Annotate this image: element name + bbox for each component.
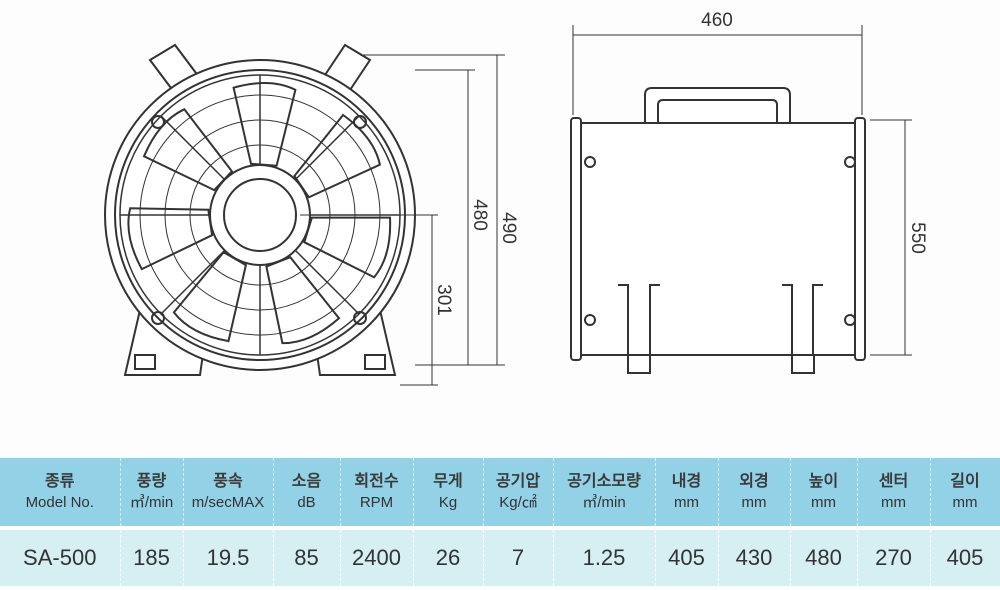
header-unit: mm xyxy=(881,494,906,511)
front-view-fan xyxy=(104,43,416,376)
header-unit: mm xyxy=(811,494,836,511)
header-korean: 높이 xyxy=(808,473,839,490)
side-view-fan xyxy=(570,87,866,374)
dimension-center-height: 301 xyxy=(433,284,454,316)
column-header: 내경 mm xyxy=(655,458,719,526)
column-header: 종류 Model No. xyxy=(0,458,121,526)
fan-blade xyxy=(303,216,392,279)
header-korean: 무게 xyxy=(433,473,463,490)
header-unit: Kg/㎠ xyxy=(499,494,537,511)
column-header: 센터 mm xyxy=(857,458,931,526)
header-unit: mm xyxy=(674,494,699,511)
fan-blade xyxy=(232,82,297,167)
table-cell: SA-500 xyxy=(0,530,121,586)
table-cell: 26 xyxy=(413,530,484,586)
column-header: 회전수 RPM xyxy=(340,458,414,526)
table-cell: 430 xyxy=(718,530,791,586)
header-korean: 풍량 xyxy=(136,473,167,490)
dimension-front-outer: 490 xyxy=(498,212,519,244)
table-cell: 270 xyxy=(857,530,931,586)
header-korean: 회전수 xyxy=(354,473,399,490)
column-header: 공기소모량 ㎥/min xyxy=(553,458,656,526)
header-unit: RPM xyxy=(359,494,394,511)
table-cell: 1.25 xyxy=(553,530,656,586)
table-cell: 405 xyxy=(655,530,719,586)
spec-table: 종류 Model No. 풍량 ㎥/min 풍속 m/secMAX 소음 dB 회전수 RPM 무게… xyxy=(0,458,1000,586)
header-korean: 종류 xyxy=(45,473,75,490)
table-cell: 185 xyxy=(120,530,184,586)
table-cell: 405 xyxy=(930,530,1000,586)
front-dimension-lines xyxy=(300,54,505,386)
table-cell: 2400 xyxy=(340,530,414,586)
header-korean: 센터 xyxy=(878,473,909,490)
dimension-side-height: 550 xyxy=(907,222,928,254)
table-header-row: 종류 Model No. 풍량 ㎥/min 풍속 m/secMAX 소음 dB 회전수 RPM 무게… xyxy=(0,458,1000,526)
header-korean: 풍속 xyxy=(213,473,243,490)
fan-blade xyxy=(127,207,214,271)
dimension-front-inner: 480 xyxy=(469,199,490,231)
table-cell: 85 xyxy=(273,530,341,586)
header-korean: 길이 xyxy=(950,473,980,490)
header-unit: mm xyxy=(952,494,978,511)
header-korean: 소음 xyxy=(291,473,322,490)
column-header: 무게 Kg xyxy=(413,458,484,526)
column-header: 외경 mm xyxy=(718,458,791,526)
dimension-side-width: 460 xyxy=(701,10,733,31)
column-header: 소음 dB xyxy=(273,458,341,526)
technical-drawing: 460 550 480 490 301 xyxy=(104,10,928,386)
column-header: 길이 mm xyxy=(930,458,1000,526)
header-korean: 외경 xyxy=(739,473,769,490)
column-header: 높이 mm xyxy=(790,458,858,526)
header-unit: dB xyxy=(297,494,316,511)
table-cell: 7 xyxy=(483,530,554,586)
column-header: 풍량 ㎥/min xyxy=(120,458,184,526)
column-header: 공기압 Kg/㎠ xyxy=(483,458,554,526)
header-unit: mm xyxy=(741,494,767,511)
header-korean: 공기소모량 xyxy=(567,473,641,490)
header-unit: ㎥/min xyxy=(129,494,174,511)
table-cell: 19.5 xyxy=(183,530,274,586)
header-unit: Model No. xyxy=(25,494,94,511)
table-cell: 480 xyxy=(790,530,858,586)
side-dimension-lines xyxy=(572,25,912,356)
fan-blade xyxy=(172,250,248,343)
header-korean: 공기압 xyxy=(495,473,541,490)
header-unit: Kg xyxy=(438,494,458,511)
header-korean: 내경 xyxy=(671,473,702,490)
header-unit: ㎥/min xyxy=(582,494,626,511)
column-header: 풍속 m/secMAX xyxy=(183,458,274,526)
fan-blade xyxy=(293,113,382,199)
header-unit: m/secMAX xyxy=(191,494,265,511)
